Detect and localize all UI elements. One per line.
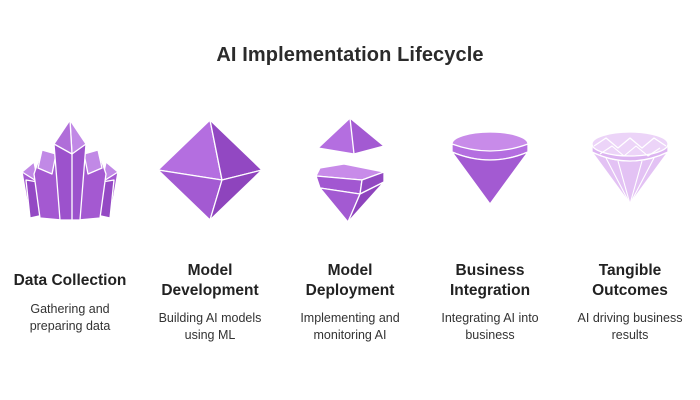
stage-label-line: Model <box>327 262 373 279</box>
stage-label-line: Data Collection <box>13 272 127 289</box>
faceted-diamond-icon <box>560 110 700 230</box>
stage-label: Tangible Outcomes <box>550 261 700 301</box>
stage-description-line: results <box>611 328 649 342</box>
stage-label-line: Deployment <box>305 282 395 299</box>
diagram-title: AI Implementation Lifecycle <box>216 44 484 66</box>
stage-description-line: monitoring AI <box>313 328 387 342</box>
stage-description-line: Building AI models <box>158 311 262 325</box>
stage-business-integration: Business Integration Integrating AI into… <box>420 0 560 400</box>
octahedron-gem-icon <box>140 110 280 230</box>
stage-tangible-outcomes: Tangible Outcomes AI driving business re… <box>560 0 700 400</box>
stage-description-line: Integrating AI into <box>441 311 539 325</box>
stage-label-line: Development <box>161 282 259 299</box>
stage-label-line: Outcomes <box>592 282 668 299</box>
stage-label-line: Model <box>187 262 233 279</box>
stage-label-line: Tangible <box>598 262 662 279</box>
stage-description-line: business <box>465 328 515 342</box>
stage-data-collection: Data Collection Gathering and preparing … <box>0 0 140 400</box>
crystal-cluster-icon <box>0 110 140 230</box>
stage-model-deployment: Model Deployment Implementing and monito… <box>280 0 420 400</box>
stage-description-line: Gathering and <box>30 302 110 316</box>
stage-description: Implementing and monitoring AI <box>270 310 430 344</box>
cut-gem-icon <box>420 110 560 230</box>
stage-description: Building AI models using ML <box>130 310 290 344</box>
stage-label: Model Development <box>130 261 290 301</box>
split-gem-icon <box>280 110 420 230</box>
stage-description-line: AI driving business <box>577 311 683 325</box>
stage-description: AI driving business results <box>550 310 700 344</box>
stage-label: Data Collection <box>0 271 150 291</box>
stage-label: Model Deployment <box>270 261 430 301</box>
stage-description: Gathering and preparing data <box>0 301 150 335</box>
stage-description: Integrating AI into business <box>410 310 570 344</box>
stage-description-line: using ML <box>184 328 236 342</box>
stage-label: Business Integration <box>410 261 570 301</box>
stage-description-line: preparing data <box>29 319 111 333</box>
stage-model-development: Model Development Building AI models usi… <box>140 0 280 400</box>
stage-label-line: Integration <box>449 282 531 299</box>
stage-description-line: Implementing and <box>300 311 400 325</box>
stage-label-line: Business <box>455 262 525 279</box>
